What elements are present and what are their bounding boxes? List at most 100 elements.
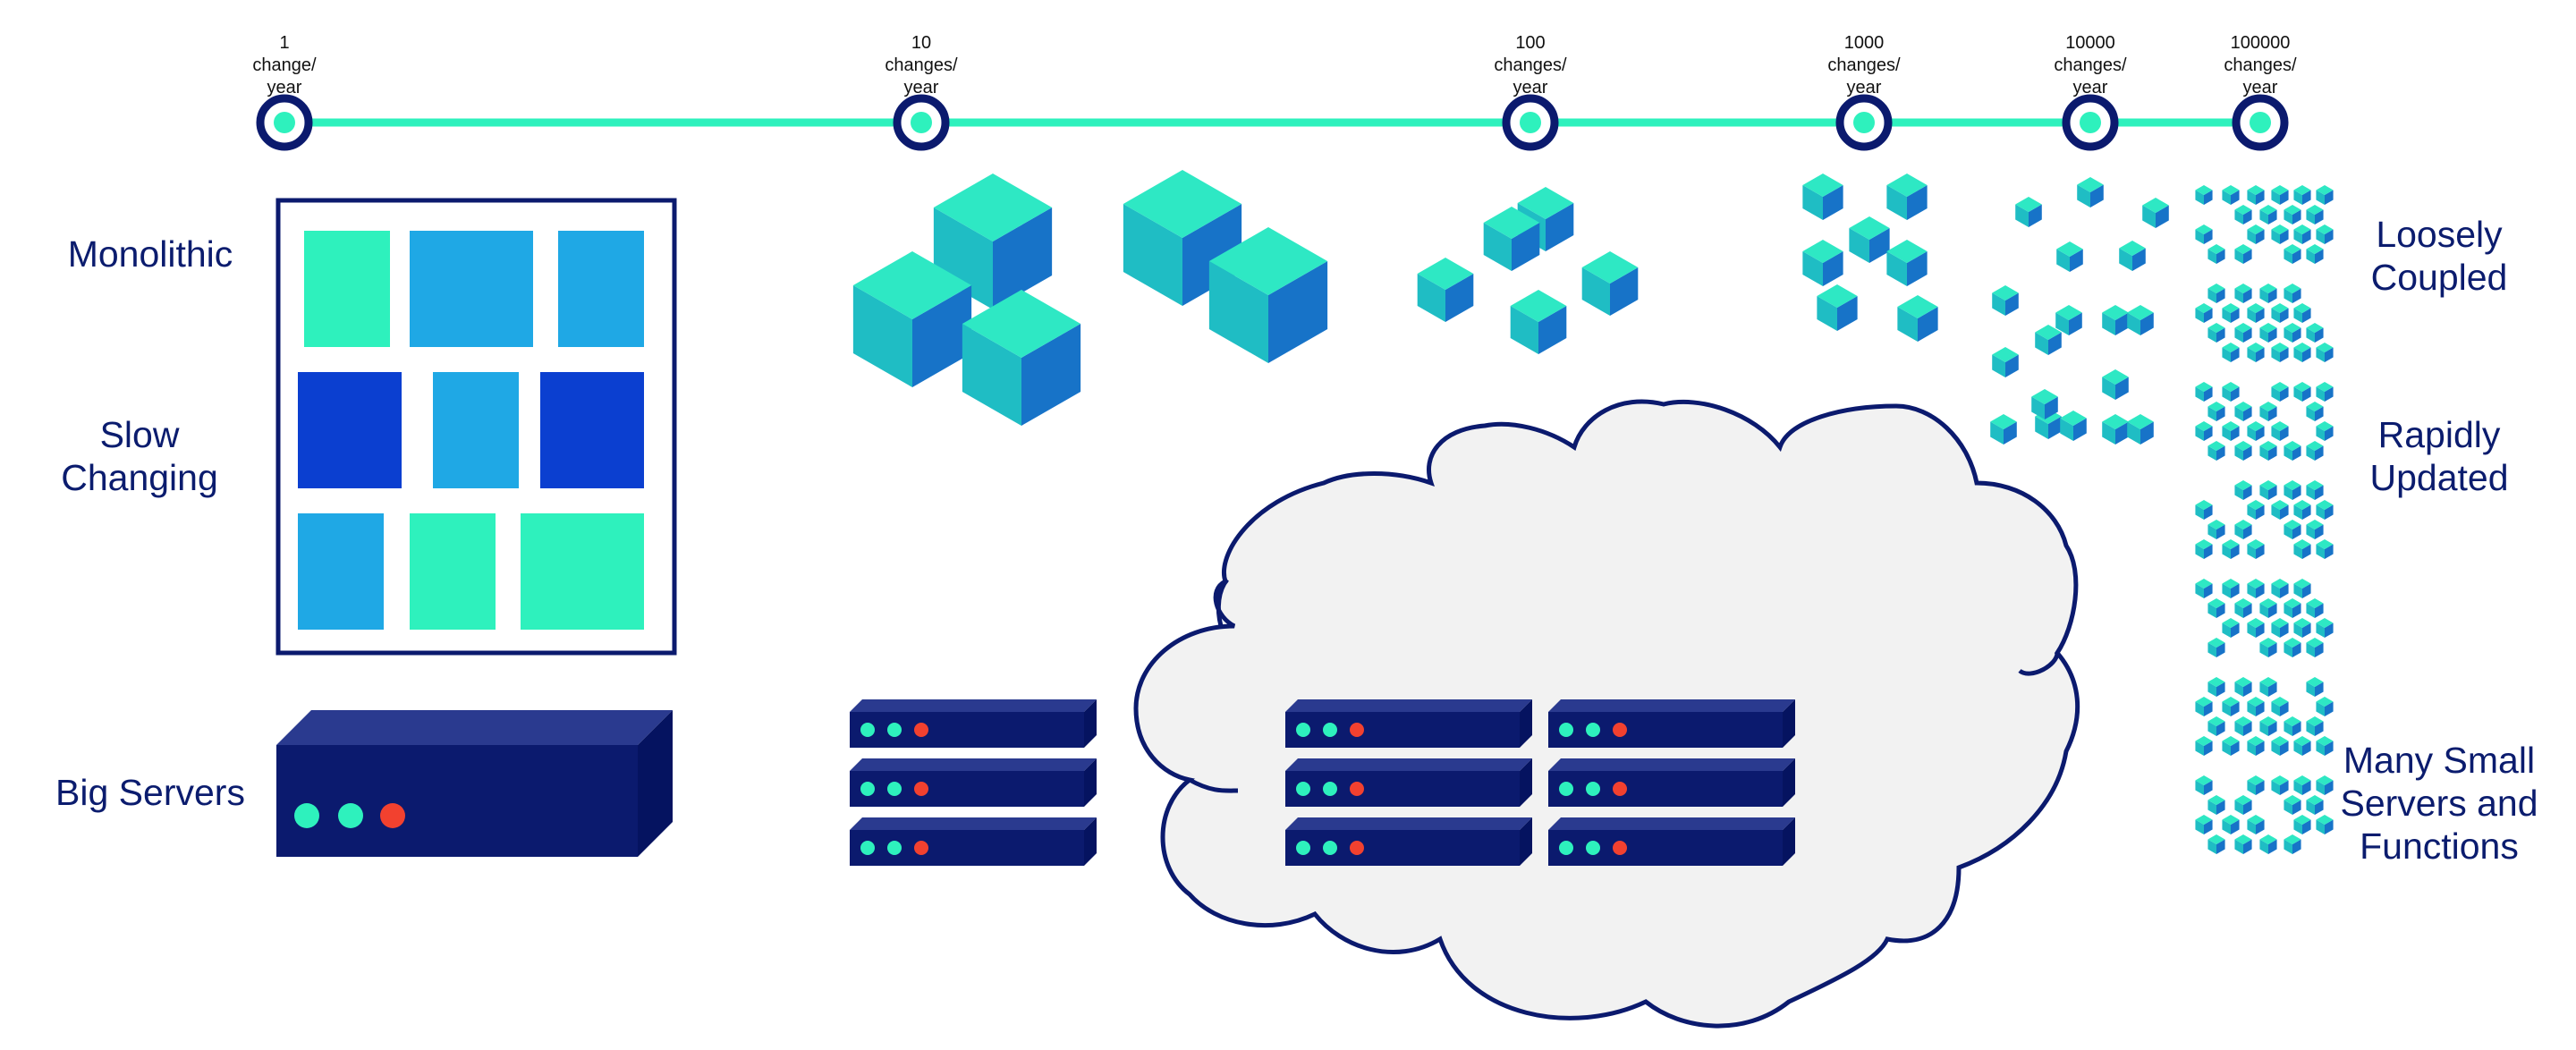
cube-icon	[2247, 185, 2265, 205]
cube-icon	[2195, 736, 2213, 756]
cube-icon	[2284, 638, 2301, 657]
cube-icon	[2119, 241, 2146, 271]
big-server-icon	[276, 710, 673, 857]
cube-icon	[2259, 480, 2277, 500]
cube-icon	[2247, 815, 2265, 834]
cube-icon	[2195, 539, 2213, 559]
cube-icon	[2195, 421, 2213, 441]
cube-icon	[2195, 224, 2213, 244]
cube-icon	[2259, 323, 2277, 343]
cube-icon	[2060, 411, 2087, 441]
cube-icon	[2102, 305, 2129, 335]
cube-icon	[2316, 775, 2334, 795]
cube-icon	[2031, 389, 2058, 419]
cube-icon	[2306, 638, 2324, 657]
cube-icon	[1817, 284, 1858, 331]
cube-icon	[2259, 441, 2277, 461]
cube-icon	[2234, 402, 2252, 421]
cube-icon	[2207, 716, 2225, 736]
cube-icon	[2247, 618, 2265, 638]
cube-icon	[2293, 343, 2311, 362]
cube-icon	[2195, 185, 2213, 205]
cube-icon	[2271, 185, 2289, 205]
cube-icon	[2259, 284, 2277, 303]
cube-icon	[2247, 539, 2265, 559]
cube-icon	[2306, 795, 2324, 815]
cube-icon	[2077, 177, 2104, 207]
cube-icon	[2259, 402, 2277, 421]
cube-icon	[2306, 441, 2324, 461]
cube-icon	[2293, 224, 2311, 244]
cube-icon	[2316, 343, 2334, 362]
cube-icon	[2306, 402, 2324, 421]
cube-icon	[2195, 382, 2213, 402]
cube-icon	[2271, 500, 2289, 520]
cube-icon	[2055, 305, 2082, 335]
server-rack-icon	[1548, 699, 1795, 748]
cube-icon	[2293, 539, 2311, 559]
cube-icon	[2142, 198, 2169, 228]
cube-icon	[2316, 382, 2334, 402]
cube-icon	[2222, 697, 2240, 716]
cube-icon	[2207, 677, 2225, 697]
cube-icon	[2271, 224, 2289, 244]
cube-icon	[2247, 775, 2265, 795]
cube-icon	[2306, 480, 2324, 500]
cube-icon	[2234, 677, 2252, 697]
cube-icon	[1208, 227, 1328, 363]
cube-icon	[2259, 638, 2277, 657]
cube-icon	[2316, 421, 2334, 441]
cube-icon	[2222, 303, 2240, 323]
cube-icon	[2127, 414, 2154, 445]
cube-icon	[2222, 815, 2240, 834]
timeline-node-icon	[2232, 94, 2289, 151]
cube-icon	[2234, 244, 2252, 264]
cube-icon	[2207, 244, 2225, 264]
cube-icon	[2035, 325, 2062, 355]
cube-icon	[2247, 736, 2265, 756]
cube-icon	[2316, 618, 2334, 638]
cube-icon	[962, 290, 1081, 426]
cube-icon	[2222, 579, 2240, 598]
cube-icon	[2222, 736, 2240, 756]
cube-icon	[2293, 303, 2311, 323]
cube-icon	[1897, 295, 1938, 342]
cube-icon	[2222, 421, 2240, 441]
cube-icon	[1849, 216, 1890, 263]
cube-icon	[2207, 598, 2225, 618]
server-rack-icon	[1285, 699, 1532, 748]
cube-icon	[2306, 244, 2324, 264]
timeline-node-icon	[893, 94, 950, 151]
cube-icon	[2207, 795, 2225, 815]
cube-icon	[2222, 618, 2240, 638]
cube-icon	[2234, 284, 2252, 303]
cube-icon	[1886, 174, 1928, 220]
cube-icon	[2207, 441, 2225, 461]
cube-icon	[2234, 598, 2252, 618]
cube-icon	[2247, 421, 2265, 441]
cube-icon	[2247, 697, 2265, 716]
cube-icon	[2284, 520, 2301, 539]
cube-icon	[2271, 697, 2289, 716]
cube-icon	[2207, 323, 2225, 343]
cube-icon	[2102, 369, 2129, 400]
cube-icon	[1992, 347, 2019, 377]
server-racks	[850, 699, 1795, 866]
cube-icon	[2284, 480, 2301, 500]
cube-icon	[852, 251, 972, 387]
timeline-node-icon	[1502, 94, 1559, 151]
cube-icon	[2234, 323, 2252, 343]
cube-icon	[2306, 323, 2324, 343]
timeline-nodes	[256, 94, 2289, 151]
cube-icon	[2306, 677, 2324, 697]
cube-icon	[2234, 205, 2252, 224]
cube-icon	[2222, 382, 2240, 402]
cube-icon	[2127, 305, 2154, 335]
cube-icon	[1581, 251, 1639, 316]
cube-icon	[1992, 285, 2019, 316]
cube-icon	[1886, 240, 1928, 286]
